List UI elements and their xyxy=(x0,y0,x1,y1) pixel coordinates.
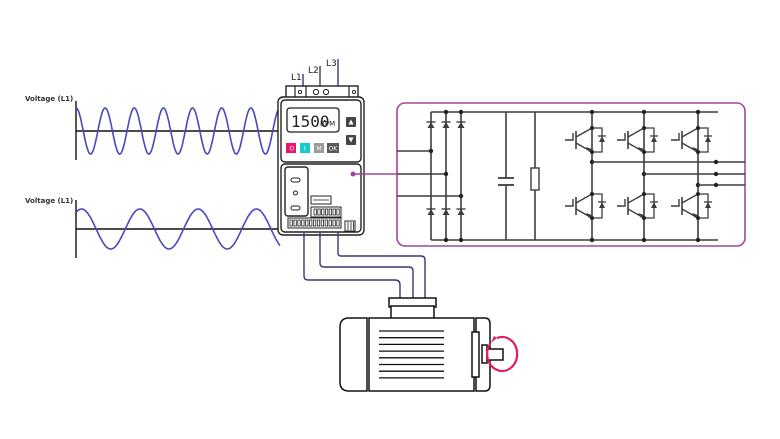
motor-housing xyxy=(368,317,475,392)
diode-icon xyxy=(426,208,436,215)
input-voltage-plot: Voltage (L1) xyxy=(25,95,281,160)
frequency-drive: 1500 RPM O I M OK xyxy=(277,85,365,236)
svg-text:M: M xyxy=(317,146,322,153)
phase-l3-label: L3 xyxy=(326,59,337,69)
rpm-display xyxy=(286,107,340,133)
svg-text:O: O xyxy=(290,146,295,153)
diode-icon xyxy=(426,121,436,128)
igbt-icon xyxy=(617,126,658,154)
motor-outputs xyxy=(592,159,745,188)
diode-icon xyxy=(441,121,451,128)
igbt-icon xyxy=(671,192,712,220)
up-button[interactable] xyxy=(346,117,356,127)
phase-l2-label: L2 xyxy=(308,66,319,76)
stop-button[interactable]: O xyxy=(286,143,296,153)
brake-resistor xyxy=(530,112,540,240)
waveform-label-input: Voltage (L1) xyxy=(25,95,73,103)
start-button[interactable]: I xyxy=(300,143,310,153)
diode-icon xyxy=(456,121,466,128)
rpm-value: 1500 xyxy=(291,112,330,131)
igbt-inverter xyxy=(565,109,712,243)
motor-end-cap xyxy=(339,317,368,392)
rpm-unit: RPM xyxy=(320,120,335,128)
down-button[interactable] xyxy=(346,135,356,145)
igbt-icon xyxy=(671,126,712,154)
dc-link-capacitor xyxy=(498,112,514,240)
output-sine-wave xyxy=(75,208,281,250)
phase-l1-label: L1 xyxy=(291,73,302,83)
arrow-up-icon xyxy=(348,119,354,125)
circuit-callout xyxy=(350,171,397,177)
svg-text:OK: OK xyxy=(329,146,339,153)
rectifier-bridge xyxy=(426,109,466,243)
motor-shaft xyxy=(486,348,504,361)
motor-cables xyxy=(303,232,426,300)
ok-button[interactable]: OK xyxy=(327,143,339,153)
menu-button[interactable]: M xyxy=(314,143,324,153)
svg-text:I: I xyxy=(304,146,306,153)
waveform-label-output: Voltage (L1) xyxy=(25,197,73,205)
igbt-icon xyxy=(565,192,606,220)
motor xyxy=(339,297,519,392)
output-terminals xyxy=(344,220,356,232)
input-sine-wave xyxy=(75,107,281,155)
arrow-down-icon xyxy=(348,137,354,143)
rotation-arrow-icon xyxy=(486,335,519,373)
input-terminal-block xyxy=(285,85,359,99)
output-voltage-plot: Voltage (L1) xyxy=(25,197,281,258)
diode-icon xyxy=(441,208,451,215)
power-circuit xyxy=(396,102,746,247)
diode-icon xyxy=(456,208,466,215)
igbt-icon xyxy=(565,126,606,154)
igbt-icon xyxy=(617,192,658,220)
supply-phases: L1 L2 L3 xyxy=(291,59,339,87)
